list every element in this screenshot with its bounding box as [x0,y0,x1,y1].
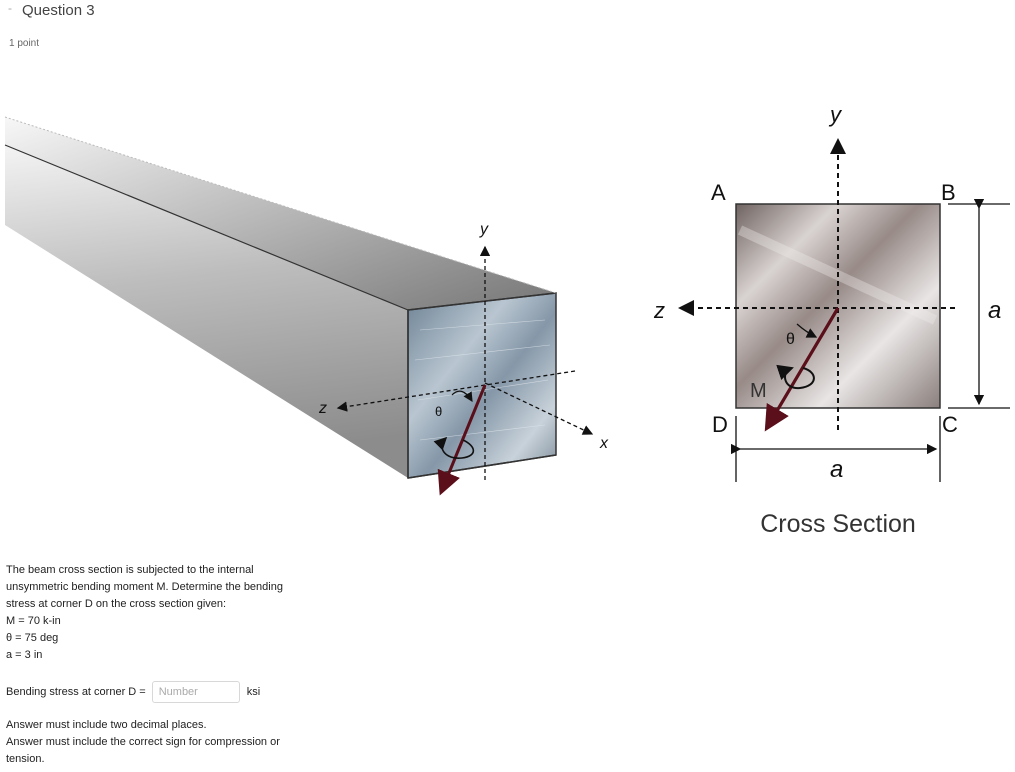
beam-y-label: y [479,221,489,238]
beam-x-label: x [599,435,609,452]
answer-label: Bending stress at corner D = [6,686,146,698]
problem-line: stress at corner D on the cross section … [6,598,227,610]
cs-theta-label: θ [786,331,795,348]
question-title: Question 3 [22,2,95,19]
note-line: Answer must include the correct sign for… [6,736,280,748]
cs-moment-vector [764,307,840,432]
beam-side-face [5,145,408,478]
answer-unit: ksi [246,686,261,698]
corner-d-label: D [712,412,728,437]
question-points: 1 point [9,38,40,49]
beam-z-axis [336,370,576,412]
beam-moment-vector [437,384,487,496]
dim-vertical-label: a [988,297,1001,324]
figure-svg: y z x θ y z θ M A B C D [4,102,1010,538]
beam-top-face [5,117,556,310]
beam-axes: y z x θ [318,221,609,496]
cross-section-diagram: y z θ M A B C D a a Cross Section [653,102,1010,538]
given-theta: θ = 75 deg [6,632,59,644]
beam-3d [4,116,557,479]
cs-moment-label: M [750,380,767,402]
beam-x-axis [484,382,594,435]
problem-line: unsymmetric bending moment M. Determine … [6,581,283,593]
beam-theta-arc [451,390,473,403]
answer-notes: Answer must include two decimal places. … [6,717,326,768]
cs-theta-arc [796,323,818,338]
corner-a-label: A [711,180,726,205]
problem-figure: y z x θ y z θ M A B C D [0,90,1015,550]
question-header: - Question 3 1 point [0,0,1015,56]
question-marker: - [8,1,12,15]
answer-row: Bending stress at corner D = ksi [6,680,260,704]
cross-section-caption: Cross Section [760,510,916,538]
beam-z-label: z [318,400,327,417]
beam-theta-label: θ [435,404,442,419]
given-a: a = 3 in [6,649,43,661]
cs-z-label: z [653,298,665,323]
note-line: Answer must include two decimal places. [6,719,207,731]
note-line: tension. [6,753,45,765]
corner-b-label: B [941,180,956,205]
corner-c-label: C [942,412,958,437]
given-moment: M = 70 k-in [6,615,61,627]
cs-moment-rotation [776,364,815,390]
problem-statement: The beam cross section is subjected to t… [6,562,336,664]
beam-moment-rotation [433,436,475,459]
answer-input[interactable] [151,681,240,703]
problem-line: The beam cross section is subjected to t… [6,564,254,576]
dim-horizontal-label: a [830,456,843,483]
cs-y-label: y [828,102,843,127]
